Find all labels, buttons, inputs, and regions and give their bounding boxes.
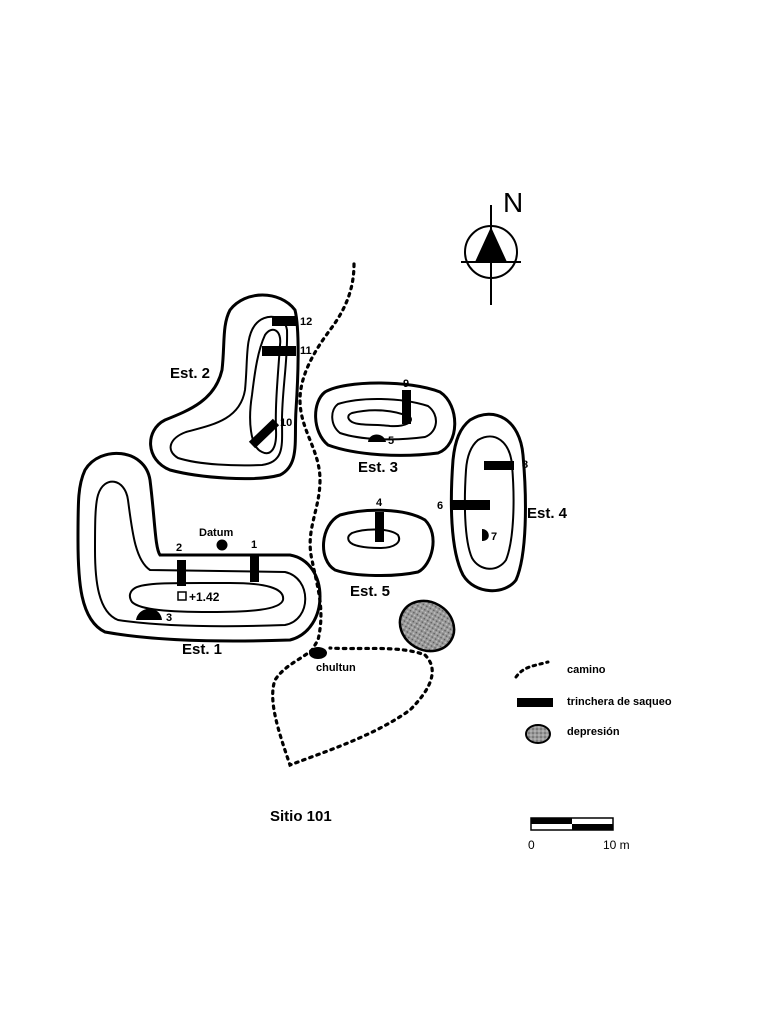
trench-12: [272, 316, 296, 326]
chultun-label: chultun: [316, 662, 356, 674]
trench-label-7: 7: [491, 531, 497, 543]
legend-depression-label: depresión: [567, 726, 620, 738]
est-1-middle-contour: [93, 480, 307, 628]
north-arrow-head-icon: [475, 227, 507, 262]
est-3-outer-contour: [314, 381, 457, 457]
scale-end-label: 10 m: [603, 838, 630, 852]
legend-path-label: camino: [567, 664, 606, 676]
scale-bar: 0 10 m: [528, 817, 630, 852]
map-title: Sitio 101: [270, 808, 332, 825]
est-5-inner-contour: [347, 528, 400, 550]
legend-depression-symbol: [525, 724, 551, 744]
depression-feature: [398, 599, 456, 653]
legend-trench-symbol: [517, 698, 553, 707]
elevation-square-icon: [177, 591, 187, 601]
datum-label: Datum: [199, 527, 233, 539]
trench-1: [250, 556, 259, 582]
chultun-icon: [309, 647, 327, 659]
est-2-outer-contour: [149, 293, 300, 481]
trench-10: [248, 418, 280, 449]
pit-7-icon: [482, 529, 489, 541]
trench-label-11: 11: [300, 345, 312, 357]
trench-label-1: 1: [251, 539, 257, 551]
legend: camino trinchera de saqueo depresión: [514, 660, 672, 744]
trench-11: [262, 346, 296, 356]
est-3-inner-contour: [347, 409, 412, 428]
scale-bar-segment-2: [572, 824, 613, 830]
est-4-outer-contour: [449, 412, 527, 593]
trench-label-6: 6: [437, 500, 443, 512]
est-2-label: Est. 2: [170, 365, 210, 382]
trench-label-12: 12: [300, 316, 312, 328]
legend-trench-label: trinchera de saqueo: [567, 696, 672, 708]
trench-label-8: 8: [522, 459, 528, 471]
pit-5-icon: [368, 434, 386, 442]
est-5-outer-contour: [322, 508, 435, 577]
trench-label-9: 9: [403, 378, 409, 390]
legend-path-symbol: [514, 660, 550, 679]
datum-point-icon: [216, 539, 228, 551]
structure-est-4: Est. 4: [449, 412, 568, 593]
trench-8: [484, 461, 514, 470]
trench-2: [177, 560, 186, 586]
est-4-label: Est. 4: [527, 505, 568, 522]
structure-est-3: Est. 3: [314, 381, 457, 476]
trench-9: [402, 390, 411, 424]
elevation-label: +1.42: [189, 590, 220, 604]
trench-number-labels: 12 11 10 9 8 6 7 5 4 2 1 3: [166, 316, 528, 624]
est-5-label: Est. 5: [350, 583, 390, 600]
trench-4: [375, 512, 384, 542]
trench-label-3: 3: [166, 612, 172, 624]
north-arrow: N: [461, 187, 523, 305]
pit-3-icon: [136, 608, 162, 620]
datum-marker: Datum: [199, 527, 233, 551]
elevation-marker: +1.42: [177, 590, 220, 604]
est-2-inner-contour: [249, 328, 282, 455]
est-1-label: Est. 1: [182, 641, 222, 658]
trench-label-4: 4: [376, 497, 383, 509]
structure-est-5: Est. 5: [322, 508, 435, 600]
est-2-middle-contour: [169, 315, 289, 467]
est-1-outer-contour: [76, 451, 322, 643]
structure-est-1: Est. 1: [76, 451, 322, 658]
est-3-label: Est. 3: [358, 459, 398, 476]
trench-6: [452, 500, 490, 510]
scale-start-label: 0: [528, 838, 535, 852]
trench-label-2: 2: [176, 542, 182, 554]
scale-bar-segment-1: [531, 818, 572, 824]
trench-label-10: 10: [280, 417, 292, 429]
trench-label-5: 5: [388, 435, 394, 447]
est-1-inner-contour: [128, 581, 285, 614]
est-3-middle-contour: [331, 398, 437, 441]
chultun: chultun: [309, 647, 356, 674]
looters-trenches: [177, 316, 514, 586]
north-label: N: [503, 187, 523, 218]
